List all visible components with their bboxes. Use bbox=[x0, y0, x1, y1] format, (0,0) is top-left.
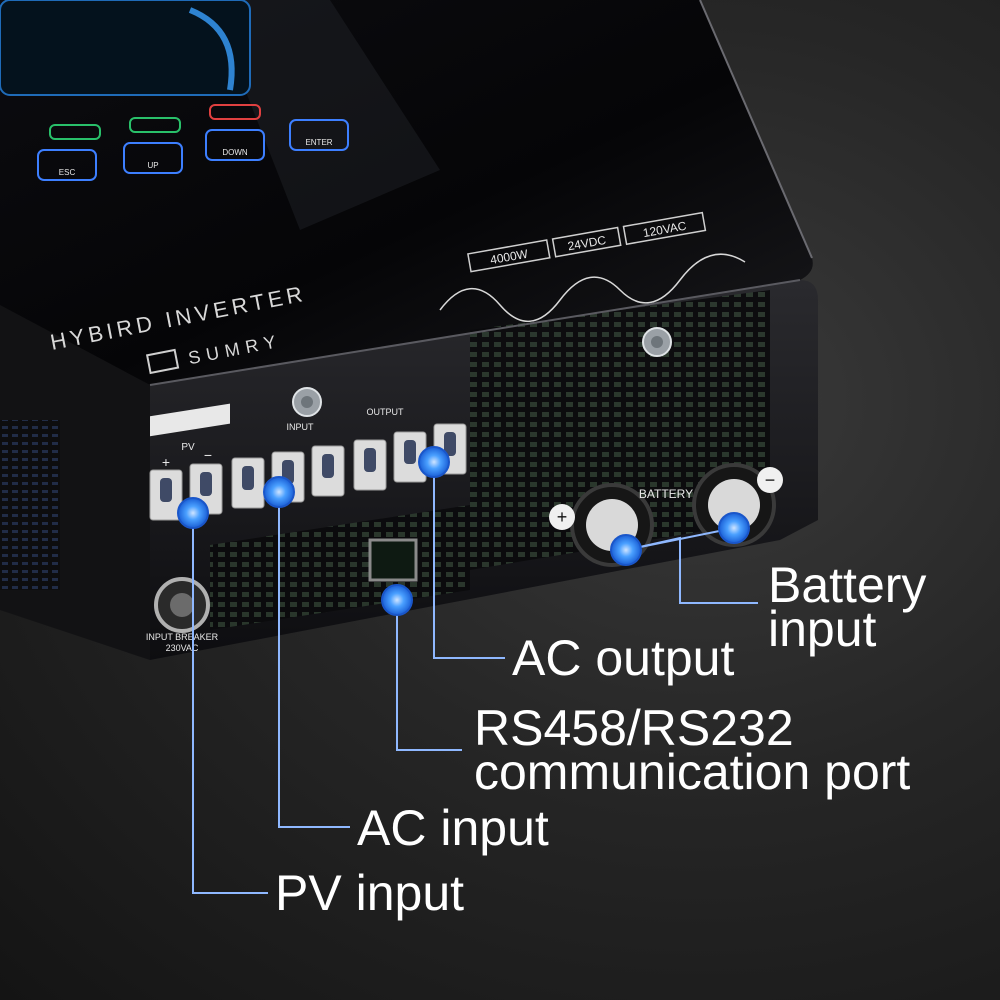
svg-text:24VDC: 24VDC bbox=[567, 233, 608, 254]
ac-output-dot bbox=[418, 446, 450, 478]
output-terminal-label: OUTPUT bbox=[367, 407, 405, 417]
battery-callout-line-2: input bbox=[768, 601, 877, 657]
battery-input-callout: Battery input bbox=[768, 557, 927, 657]
pv-terminal-label: PV bbox=[181, 442, 195, 453]
lcd-display bbox=[0, 0, 251, 96]
input-terminal-label: INPUT bbox=[287, 422, 315, 432]
up-label: UP bbox=[147, 161, 158, 170]
ac-input-dot bbox=[263, 476, 295, 508]
enter-label: ENTER bbox=[305, 138, 332, 147]
glass-front-lip bbox=[149, 279, 801, 386]
side-vents bbox=[0, 420, 60, 590]
pv-plus-label: + bbox=[162, 454, 170, 470]
rs-port bbox=[368, 538, 418, 582]
down-label: DOWN bbox=[222, 148, 248, 157]
svg-text:4000W: 4000W bbox=[489, 247, 530, 268]
pv-dot bbox=[177, 497, 209, 529]
ac-output-callout: AC output bbox=[512, 630, 735, 686]
battery-dot-plus bbox=[610, 534, 642, 566]
lcd-arc bbox=[188, 7, 235, 91]
top-glass bbox=[0, 0, 813, 385]
battery-dot-minus bbox=[718, 512, 750, 544]
battery-callout-line-1: Battery bbox=[768, 557, 927, 613]
rs-callout-line-1: RS458/RS232 bbox=[474, 700, 794, 756]
breaker-voltage: 230VAC bbox=[166, 643, 199, 653]
breaker-label: INPUT BREAKER bbox=[146, 632, 219, 642]
thumb-screws bbox=[292, 327, 672, 417]
sine-wave bbox=[439, 253, 746, 322]
panel-buttons: ESC UP DOWN ENTER bbox=[37, 104, 349, 181]
pv-input-callout: PV input bbox=[275, 865, 465, 921]
leader-lines bbox=[192, 462, 758, 894]
terminal-block: PV + − INPUT OUTPUT bbox=[149, 403, 467, 521]
rs-dot bbox=[381, 584, 413, 616]
input-breaker: INPUT BREAKER 230VAC bbox=[146, 577, 219, 653]
ac-input-callout: AC input bbox=[357, 800, 549, 856]
glass-edge-highlight bbox=[699, 0, 813, 259]
battery-minus-label: − bbox=[765, 470, 776, 490]
glass-reflection bbox=[210, 0, 440, 230]
battery-label: BATTERY bbox=[639, 487, 693, 501]
rs-port-callout: RS458/RS232 communication port bbox=[474, 700, 911, 800]
esc-label: ESC bbox=[59, 168, 76, 177]
rs-callout-line-2: communication port bbox=[474, 744, 911, 800]
pv-minus-label: − bbox=[204, 447, 212, 463]
battery-plus-label: + bbox=[557, 507, 568, 527]
callout-dots bbox=[177, 446, 750, 616]
spec-badges: 4000W 24VDC 120VAC bbox=[467, 211, 707, 273]
